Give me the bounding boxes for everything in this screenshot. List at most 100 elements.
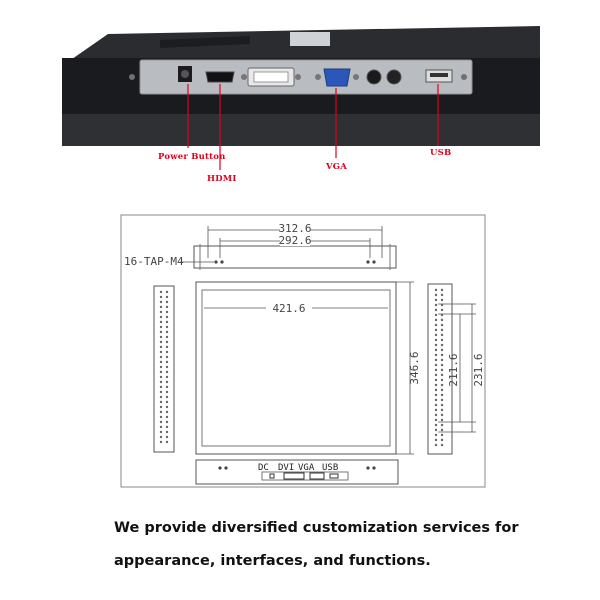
mounting-hole [440,358,444,362]
mounting-hole [165,315,169,319]
mounting-hole [165,440,169,444]
mounting-hole [159,440,163,444]
mounting-hole [434,413,438,417]
mounting-hole [434,308,438,312]
port-vga: VGA [298,463,315,473]
mounting-hole [159,290,163,294]
dim-height: 346.6 [408,351,421,384]
mounting-hole [165,395,169,399]
mounting-hole [434,398,438,402]
mounting-hole [434,418,438,422]
mounting-hole [434,348,438,352]
mounting-hole [434,403,438,407]
mounting-hole [434,293,438,297]
mounting-hole [159,330,163,334]
label-power-button: Power Button [158,152,226,162]
mounting-hole [440,388,444,392]
mounting-hole [440,338,444,342]
mounting-hole [159,345,163,349]
port-usb: USB [322,463,338,473]
caption: We provide diversified customization ser… [114,512,534,578]
mounting-hole [165,435,169,439]
mounting-hole [165,325,169,329]
mounting-hole [440,418,444,422]
dimension-drawing: 312.6 292.6 16-TAP-M4 421.6 346.6 211.6 … [120,214,486,488]
mounting-hole [165,420,169,424]
mounting-hole [440,363,444,367]
mounting-hole [440,348,444,352]
mounting-hole [165,355,169,359]
mounting-hole [165,415,169,419]
mounting-hole [440,343,444,347]
mounting-hole [159,405,163,409]
mounting-hole [165,310,169,314]
mounting-hole [434,328,438,332]
mounting-hole [165,320,169,324]
mounting-hole [159,300,163,304]
mounting-hole [159,400,163,404]
mounting-hole [440,308,444,312]
mounting-hole [434,363,438,367]
mounting-hole [440,333,444,337]
label-vga: VGA [326,162,348,172]
mounting-hole [434,373,438,377]
mounting-hole [434,333,438,337]
mounting-hole [159,320,163,324]
rear-panel-photo [62,26,540,170]
mounting-hole [434,408,438,412]
dim-width: 421.6 [272,302,305,315]
mounting-hole [434,428,438,432]
mounting-hole [434,368,438,372]
vga-port [323,68,351,87]
mounting-hole [159,370,163,374]
caption-line-1: We provide diversified customization ser… [114,520,519,536]
mounting-hole [165,400,169,404]
mounting-hole [434,353,438,357]
mounting-hole [159,385,163,389]
mounting-hole [440,293,444,297]
mounting-hole [159,365,163,369]
mounting-hole [165,365,169,369]
mounting-hole [165,340,169,344]
mounting-hole [440,368,444,372]
label-usb: USB [430,148,452,158]
mounting-hole [165,330,169,334]
mounting-hole [434,423,438,427]
port-dvi: DVI [278,463,294,473]
mounting-hole [434,343,438,347]
mounting-hole [159,420,163,424]
mounting-hole [165,430,169,434]
mounting-hole [440,383,444,387]
mounting-hole [440,398,444,402]
mounting-hole [165,380,169,384]
mounting-hole [165,295,169,299]
mounting-hole [434,388,438,392]
mounting-hole [159,435,163,439]
dim-right-outer: 231.6 [472,353,485,386]
mounting-hole [434,313,438,317]
mounting-hole [159,350,163,354]
mounting-hole [159,425,163,429]
mounting-hole [434,298,438,302]
mounting-hole [440,403,444,407]
mounting-hole [440,323,444,327]
mounting-hole [159,310,163,314]
mounting-hole [165,300,169,304]
dim-top-outer: 312.6 [278,222,311,235]
mounting-hole [159,390,163,394]
mounting-hole [165,410,169,414]
port-dc: DC [258,463,269,473]
mounting-hole [440,288,444,292]
mounting-hole [165,405,169,409]
mounting-hole [165,390,169,394]
mounting-hole [159,340,163,344]
mounting-hole [434,358,438,362]
mounting-hole [165,370,169,374]
tap-label: 16-TAP-M4 [124,255,184,268]
mounting-hole [165,345,169,349]
mounting-hole [440,428,444,432]
mounting-hole [159,315,163,319]
mounting-hole [440,413,444,417]
mounting-hole [434,383,438,387]
mounting-hole [440,318,444,322]
